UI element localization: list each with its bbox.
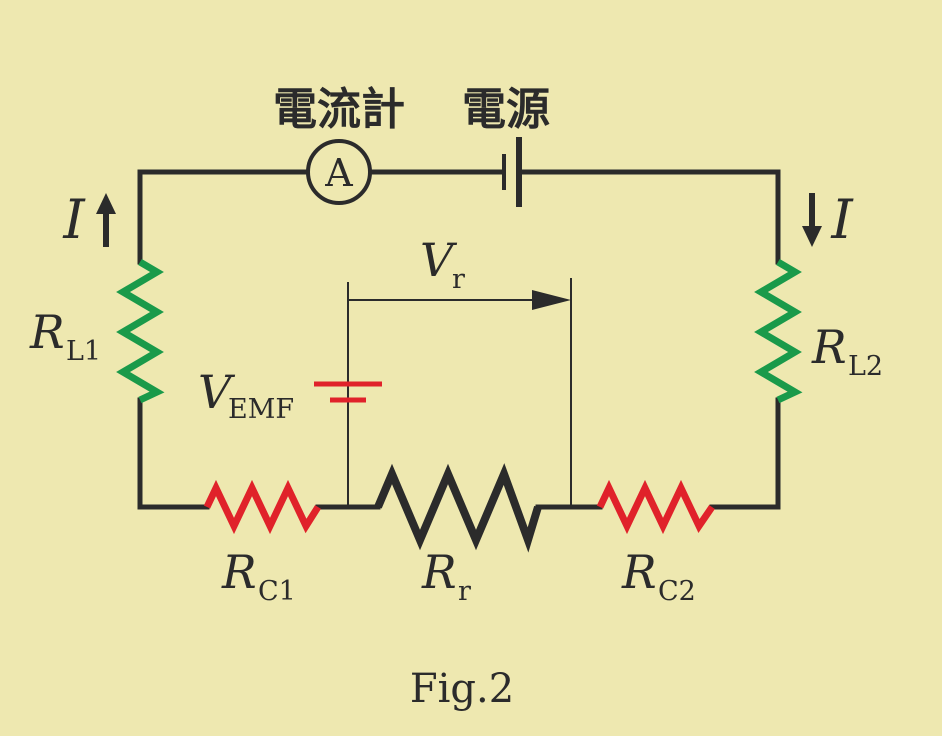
label-rl1-main: R xyxy=(29,305,65,359)
source-caption: 電源 xyxy=(462,84,550,135)
resistor-rl2 xyxy=(754,258,803,404)
label-rr: R r xyxy=(421,545,471,607)
current-left-arrow-icon xyxy=(96,193,116,214)
label-rr-sub: r xyxy=(458,576,471,607)
label-rr-main: R xyxy=(421,545,457,599)
current-right-group: I xyxy=(802,188,854,251)
label-rl1-sub: L1 xyxy=(66,336,101,367)
ammeter-symbol: A xyxy=(324,151,353,195)
label-vemf-sub: EMF xyxy=(228,394,294,425)
label-rc1-main: R xyxy=(221,545,257,599)
figure-caption: Fig.2 xyxy=(410,666,514,712)
label-rc1: R C1 xyxy=(221,545,296,607)
label-vr-main: V xyxy=(420,233,458,287)
ammeter-circle xyxy=(306,139,372,205)
label-rl2: R L2 xyxy=(811,320,883,382)
resistor-rc2 xyxy=(596,479,715,535)
current-left-group: I xyxy=(62,188,116,251)
probe-lines xyxy=(347,278,572,507)
label-rc2-sub: C2 xyxy=(658,576,696,607)
power-source xyxy=(502,137,522,207)
label-vr: V r xyxy=(420,233,465,295)
label-vemf: V EMF xyxy=(198,365,294,425)
label-rc2: R C2 xyxy=(621,545,696,607)
current-right-arrow-icon xyxy=(802,226,822,247)
label-rl2-sub: L2 xyxy=(848,351,883,382)
current-left-label: I xyxy=(62,188,86,251)
resistor-rc1 xyxy=(203,479,321,535)
label-vemf-main: V xyxy=(198,365,236,419)
label-rl2-main: R xyxy=(811,320,847,374)
ammeter: A xyxy=(306,139,372,205)
label-vr-sub: r xyxy=(452,264,465,295)
resistor-rl1 xyxy=(116,258,165,404)
label-rl1: R L1 xyxy=(29,305,101,367)
resistor-rr xyxy=(374,463,542,553)
vr-arrow-icon xyxy=(532,290,571,310)
current-right-label: I xyxy=(830,188,854,251)
ammeter-caption: 電流計 xyxy=(273,84,405,135)
wires xyxy=(137,169,781,510)
emf-source xyxy=(314,381,382,403)
label-rc2-main: R xyxy=(621,545,657,599)
label-rc1-sub: C1 xyxy=(258,576,296,607)
